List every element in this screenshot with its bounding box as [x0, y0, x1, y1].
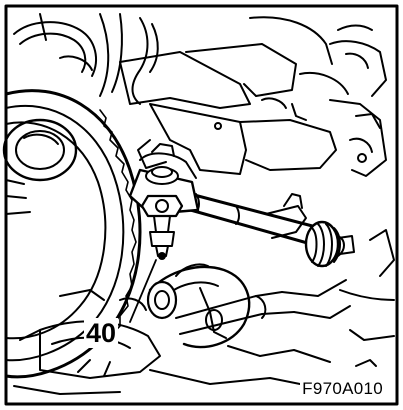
lower-control-arm — [13, 289, 311, 395]
figure-code-label: F970A010 — [300, 379, 385, 399]
drive-shaft — [146, 263, 351, 363]
right-components — [249, 16, 395, 367]
brake-disc — [2, 89, 142, 379]
suspension-arm — [158, 184, 355, 268]
upper-hoses — [13, 13, 159, 105]
callout-leader-line — [129, 259, 157, 323]
callout-number-label: 40 — [84, 318, 119, 348]
figure-frame — [4, 4, 399, 406]
chassis-bracket — [119, 43, 337, 175]
ball-joint-bolt — [128, 143, 200, 260]
